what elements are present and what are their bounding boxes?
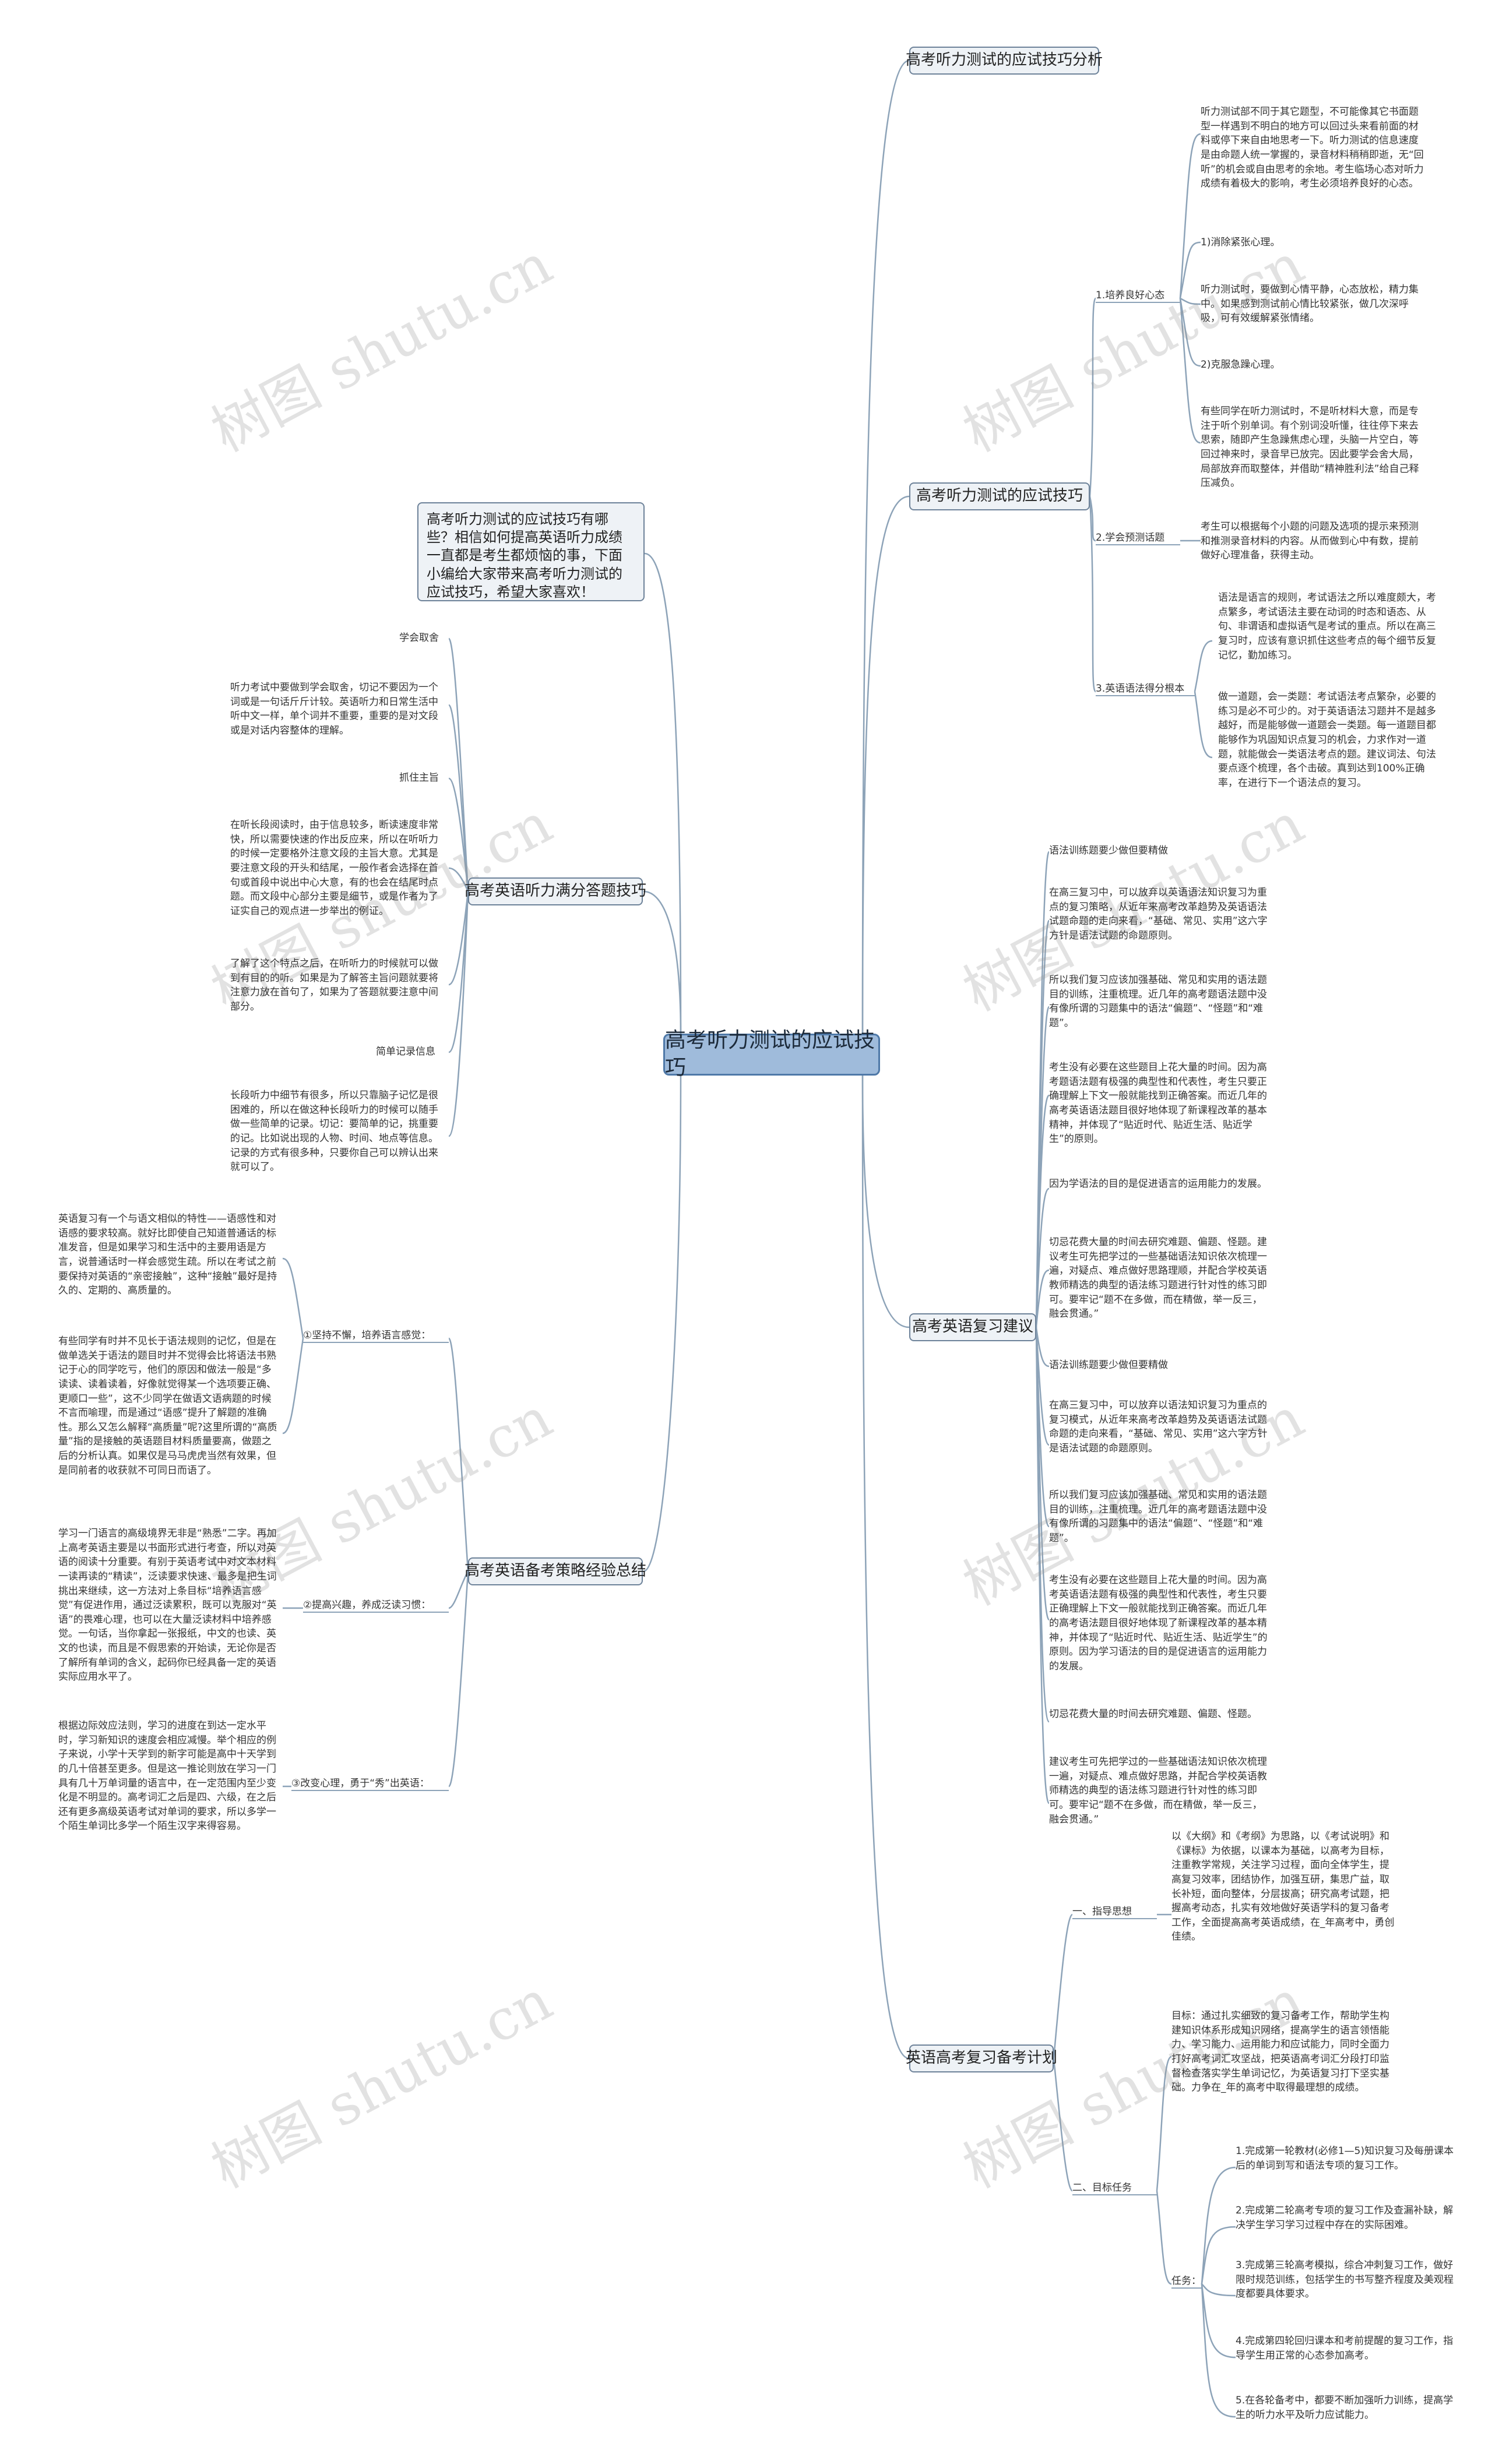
leaf-review-10: 考生没有必要在这些题目上花大量的时间。因为高考英语语法题有极强的典型性和代表性，… [1049, 1574, 1268, 1672]
leaf-mindset-3: 听力测试时，要做到心情平静，心态放松，精力集中。如果感到测试前心情比较紧张，做几… [1201, 284, 1419, 325]
root-topic[interactable]: 高考听力测试的应试技巧 [663, 1028, 880, 1080]
leaf-review-2: 在高三复习中，可以放弃以英语语法知识复习为重点的复习策略，从近年来高考改革趋势及… [1049, 887, 1268, 942]
leaf-review-3: 所以我们复习应该加强基础、常见和实用的语法题目的训练，注重梳理。近几年的高考题语… [1049, 974, 1267, 1029]
leaf-review-7: 语法训练题要少做但要精做 [1049, 1359, 1168, 1371]
leaf-review-9: 所以我们复习应该加强基础、常见和实用的语法题目的训练，注重梳理。近几年的高考题语… [1049, 1489, 1267, 1544]
tip-text: 听力考试中要做到学会取舍，切记不要因为一个词或是一句话斤斤计较。英语听力和日常生… [230, 682, 438, 736]
tasks-label[interactable]: 任务： [1171, 2275, 1201, 2287]
strategy-heading[interactable]: ③改变心理，勇于“秀”出英语： [291, 1778, 430, 1789]
sub-mindset[interactable]: 1.培养良好心态 [1096, 290, 1165, 301]
sub-guiding-idea[interactable]: 一、指导思想 [1072, 1906, 1132, 1917]
branch-exam-plan[interactable]: 英语高考复习备考计划 [906, 2044, 1057, 2072]
tip-heading: 学会取舍 [399, 632, 439, 644]
leaf-guiding-idea: 以《大纲》和《考纲》为思路，以《考试说明》和《课标》为依据，以课本为基础，以高考… [1171, 1831, 1395, 1943]
branch-test-skills[interactable]: 高考听力测试的应试技巧 [909, 482, 1090, 510]
tip-heading: 简单记录信息 [376, 1046, 435, 1057]
leaf-mindset-2: 1)消除紧张心理。 [1201, 237, 1280, 248]
leaf-review-11: 切忌花费大量的时间去研究难题、偏题、怪题。 [1049, 1708, 1257, 1720]
leaf-review-1: 语法训练题要少做但要精做 [1049, 845, 1168, 856]
leaf-review-12: 建议考生可先把学过的一些基础语法知识依次梳理一遍，对疑点、难点做好思路，并配合学… [1049, 1756, 1267, 1825]
task-item: 4.完成第四轮回归课本和考前提醒的复习工作，指导学生用正常的心态参加高考。 [1236, 2335, 1454, 2361]
leaf-goal: 目标：通过扎实细致的复习备考工作，帮助学生构建知识体系形成知识网络，提高学生的语… [1171, 2010, 1389, 2094]
leaf-review-5: 因为学语法的目的是促进语言的运用能力的发展。 [1049, 1178, 1267, 1190]
task-item: 1.完成第一轮教材(必修1—5)知识复习及每册课本后的单词到写和语法专项的复习工… [1236, 2145, 1454, 2172]
sub-predict-topic[interactable]: 2.学会预测话题 [1096, 532, 1165, 544]
strategy-heading[interactable]: ②提高兴趣，养成泛读习惯： [303, 1599, 431, 1611]
branch-analysis[interactable]: 高考听力测试的应试技巧分析 [906, 47, 1103, 75]
strategy-text: 有些同学有时并不见长于语法规则的记忆，但是在做单选关于语法的题目时并不觉得会比将… [58, 1335, 277, 1476]
branch-listening-tips[interactable]: 高考英语听力满分答题技巧 [465, 877, 646, 905]
leaf-mindset-1: 听力测试部不同于其它题型，不可能像其它书面题型一样遇到不明白的地方可以回过头来看… [1201, 106, 1424, 190]
intro-note[interactable]: 高考听力测试的应试技巧有哪些？相信如何提高英语听力成绩一直都是考生都烦恼的事，下… [417, 502, 645, 601]
leaf-review-8: 在高三复习中，可以放弃以语法知识复习为重点的复习模式，从近年来高考改革趋势及英语… [1049, 1400, 1268, 1454]
tip-text: 长段听力中细节有很多，所以只靠脑子记忆是很困难的，所以在做这种长段听力的时候可以… [230, 1090, 438, 1173]
tip-text: 了解了这个特点之后，在听听力的时候就可以做到有目的的听。如果是为了解答主旨问题就… [230, 958, 438, 1013]
task-item: 5.在各轮备考中，都要不断加强听力训练，提高学生的听力水平及听力应试能力。 [1236, 2395, 1454, 2421]
leaf-predict: 考生可以根据每个小题的问题及选项的提示来预测和推测录音材料的内容。从而做到心中有… [1201, 521, 1419, 562]
task-item: 2.完成第二轮高考专项的复习工作及查漏补缺，解决学生学习学习过程中存在的实际困难… [1236, 2205, 1454, 2231]
leaf-review-4: 考生没有必要在这些题目上花大量的时间。因为高考题语法题有极强的典型性和代表性，考… [1049, 1062, 1267, 1145]
leaf-mindset-5: 有些同学在听力测试时，不是听材料大意，而是专注于听个别单词。有个别词没听懂，往往… [1201, 406, 1419, 489]
sub-goals-tasks[interactable]: 二、目标任务 [1072, 2182, 1132, 2194]
strategy-text: 英语复习有一个与语文相似的特性——语感性和对语感的要求较高。就好比即使自己知道普… [58, 1213, 277, 1297]
leaf-grammar-2: 做一道题，会一类题：考试语法考点繁杂，必要的练习是必不可少的。对于英语语法习题并… [1218, 691, 1436, 789]
tip-heading: 抓住主旨 [399, 772, 439, 784]
sub-grammar[interactable]: 3.英语语法得分根本 [1096, 683, 1185, 695]
branch-prep-strategy[interactable]: 高考英语备考策略经验总结 [465, 1557, 646, 1585]
leaf-mindset-4: 2)克服急躁心理。 [1201, 359, 1280, 371]
branch-review-advice[interactable]: 高考英语复习建议 [909, 1313, 1036, 1341]
leaf-grammar-1: 语法是语言的规则，考试语法之所以难度颇大，考点繁多，考试语法主要在动词的时态和语… [1218, 592, 1436, 661]
strategy-text: 学习一门语言的高级境界无非是“熟悉”二字。再加上高考英语主要是以书面形式进行考查… [58, 1528, 277, 1683]
strategy-text: 根据边际效应法则，学习的进度在到达一定水平时，学习新知识的速度会相应减慢。举个相… [58, 1720, 276, 1832]
leaf-review-6: 切忌花费大量的时间去研究难题、偏题、怪题。建议考生可先把学过的一些基础语法知识依… [1049, 1236, 1267, 1320]
strategy-heading[interactable]: ①坚持不懈，培养语言感觉： [303, 1330, 431, 1341]
tip-text: 在听长段阅读时，由于信息较多，断读速度非常快，所以需要快速的作出反应来，所以在听… [230, 819, 438, 917]
task-item: 3.完成第三轮高考模拟，综合冲刺复习工作，做好限时规范训练，包括学生的书写整齐程… [1236, 2259, 1454, 2300]
